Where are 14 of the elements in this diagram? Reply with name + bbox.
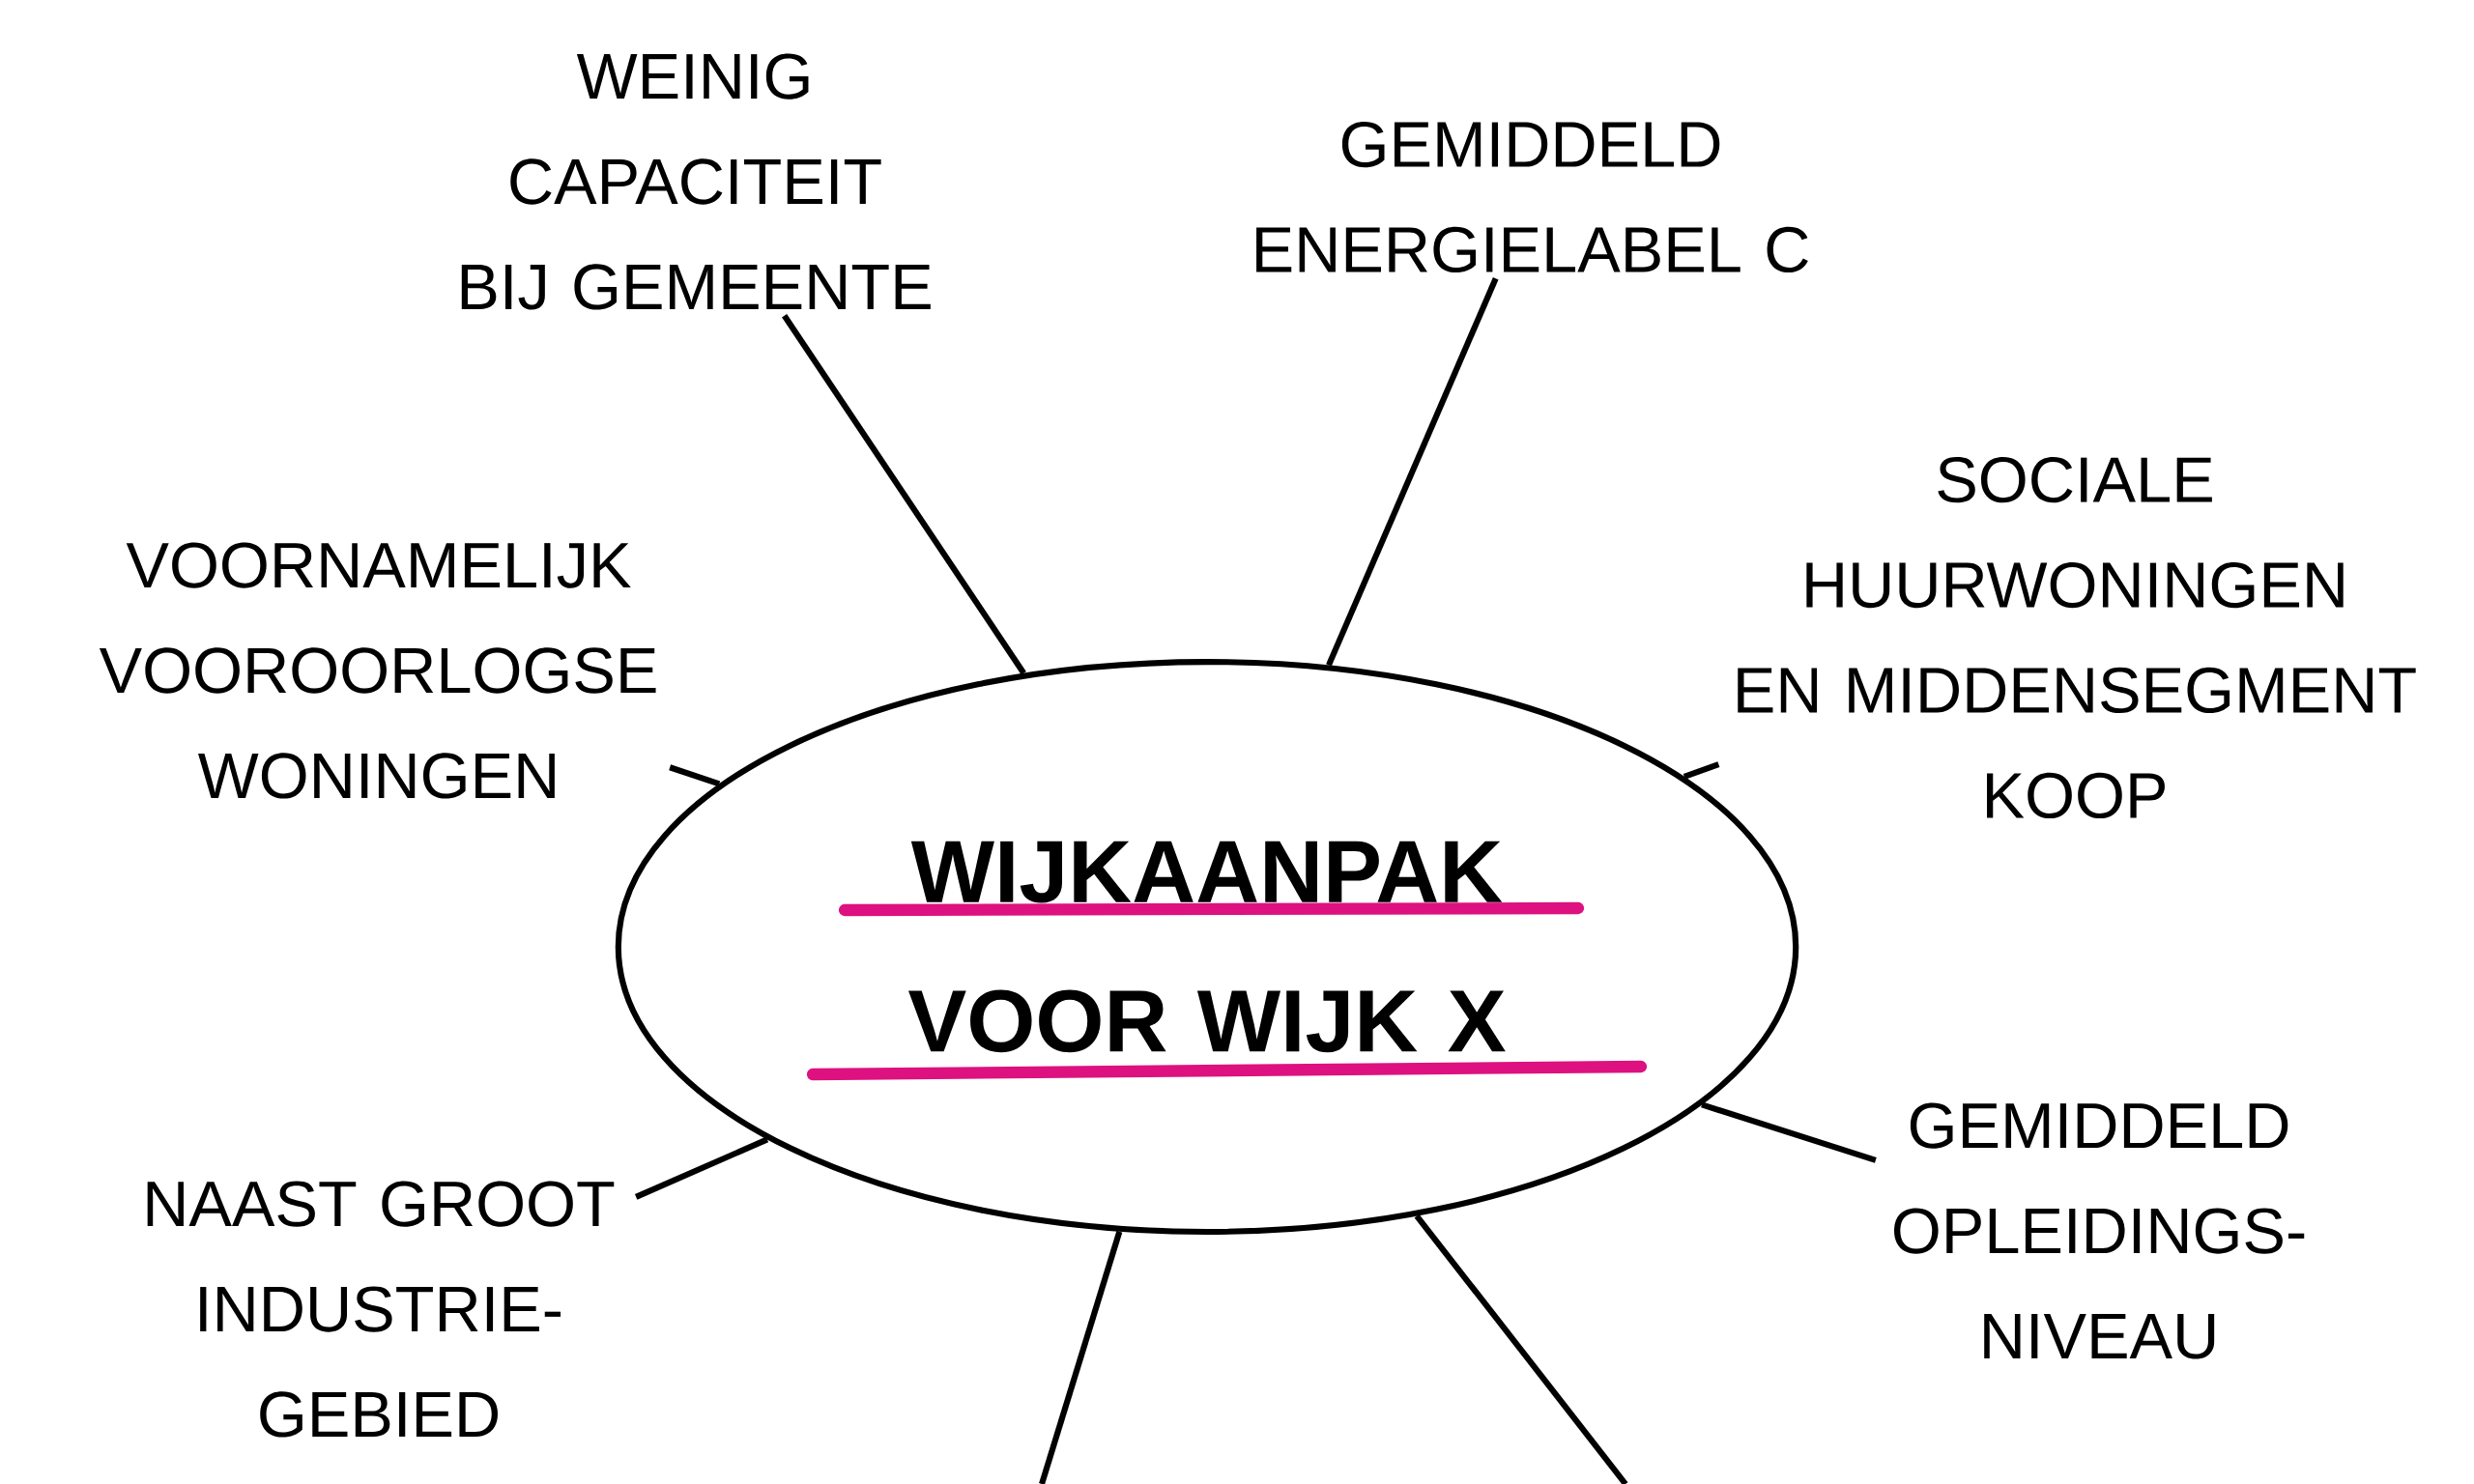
spoke-line <box>669 764 721 787</box>
spoke-line <box>782 314 1026 675</box>
spoke-line <box>1326 277 1499 667</box>
spoke-line <box>1039 1230 1123 1484</box>
node-text: SOCIALE HUURWONINGEN EN MIDDENSEGMENT KOOP <box>1738 456 2416 819</box>
spoke-line <box>1414 1213 1628 1484</box>
node-text: GEMIDDELD ENERGIELABEL C <box>1256 121 1808 273</box>
spoke-line <box>634 1136 769 1200</box>
spoke-line <box>1701 1101 1877 1163</box>
node-text: WEINIG CAPACITEIT BIJ GEMEENTE <box>461 53 931 310</box>
node-text: GEMIDDELD OPLEIDINGS-NIVEAU <box>1894 1102 2305 1359</box>
spoke-line <box>1683 761 1720 780</box>
node-text: NAAST GROOT INDUSTRIE-GEBIED <box>147 1181 615 1438</box>
node-text: VOORNAMELIJK VOOROORLOGSE WONINGEN <box>99 542 656 799</box>
